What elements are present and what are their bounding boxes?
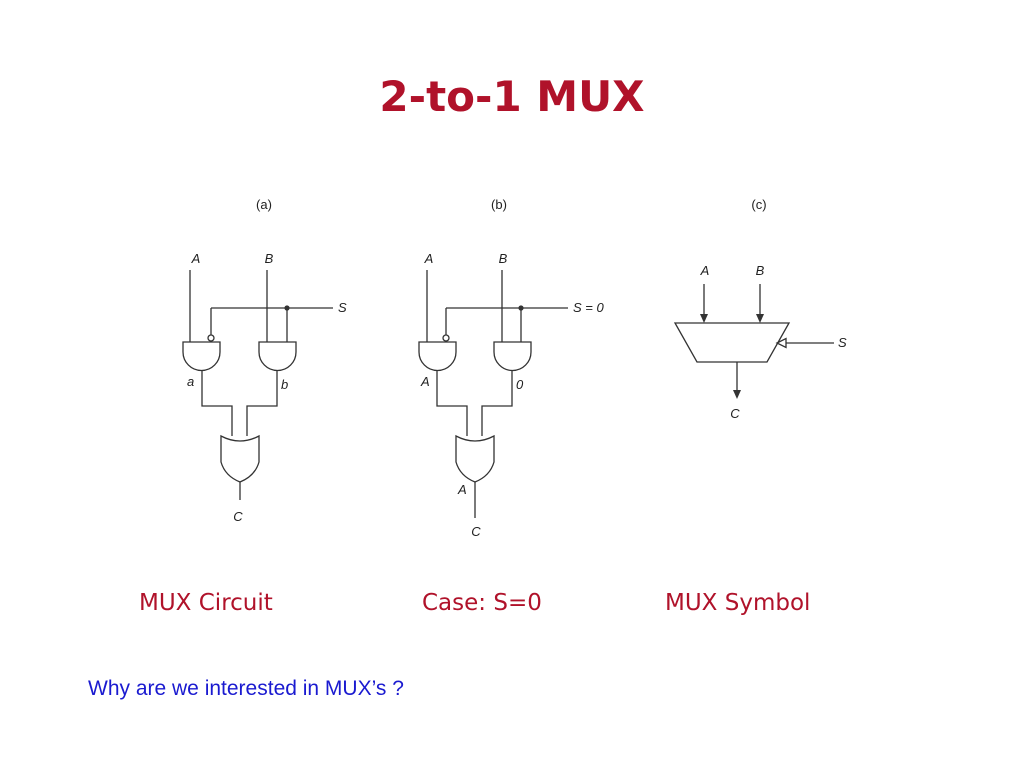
panel-b-inverter-bubble (442, 334, 450, 342)
panel-a-inverter-bubble (207, 334, 215, 342)
panel-b-and-gate-left (418, 341, 457, 372)
panel-c-symbol: (c) A B S C (673, 197, 847, 421)
panel-b-output-label: C (471, 524, 481, 539)
panel-b-tag: (b) (491, 197, 507, 212)
panel-b-input-b-label: B (499, 251, 508, 266)
panel-b-wire-and-right-to-or (481, 370, 513, 436)
question-text: Why are we interested in MUX’s ? (88, 677, 404, 700)
panel-b-select-label: S = 0 (573, 300, 604, 315)
caption-case-s0: Case: S=0 (422, 590, 542, 616)
panel-b-and-out-b-label: 0 (516, 377, 524, 392)
panel-b-and-gate-right (493, 341, 532, 372)
caption-mux-circuit: MUX Circuit (139, 590, 273, 616)
panel-a-wire-and-left-to-or (201, 370, 233, 436)
panel-a-input-b-label: B (265, 251, 274, 266)
panel-b-wire-and-left-to-or (436, 370, 468, 436)
panel-c-output-label: C (730, 406, 740, 421)
slide-title: 2-to-1 MUX (379, 72, 645, 121)
panel-a-and-gate-left (182, 341, 221, 372)
panel-a-and-gate-right (258, 341, 297, 372)
panel-c-output-arrow (733, 390, 741, 399)
panel-c-tag: (c) (751, 197, 766, 212)
panel-a-wire-and-right-to-or (246, 370, 278, 436)
panel-c-select-label: S (838, 335, 847, 350)
panel-c-input-b-label: B (756, 263, 765, 278)
panel-c-select-arrow (775, 337, 787, 349)
panel-b-or-gate (455, 434, 495, 483)
panel-c-input-a-label: A (700, 263, 710, 278)
panel-a-junction-dot (284, 305, 290, 311)
panel-a-and-out-a-label: a (187, 374, 194, 389)
panel-c-input-a-arrow (700, 314, 708, 323)
panel-b-junction-dot (518, 305, 524, 311)
panel-b-and-out-a-label: A (420, 374, 430, 389)
panel-b-or-out-label: A (457, 482, 467, 497)
panel-a-tag: (a) (256, 197, 272, 212)
panel-a-or-gate (220, 434, 260, 483)
panel-b-input-a-label: A (424, 251, 434, 266)
panel-a-input-a-label: A (191, 251, 201, 266)
panel-c-mux-body (673, 322, 791, 363)
panel-b-case: (b) A B S = 0 A 0 A C (418, 197, 604, 539)
panel-a-circuit: (a) A B S a b C (182, 197, 347, 524)
panel-a-and-out-b-label: b (281, 377, 288, 392)
panel-a-select-label: S (338, 300, 347, 315)
panel-a-output-label: C (233, 509, 243, 524)
caption-mux-symbol: MUX Symbol (665, 590, 811, 616)
panel-c-input-b-arrow (756, 314, 764, 323)
